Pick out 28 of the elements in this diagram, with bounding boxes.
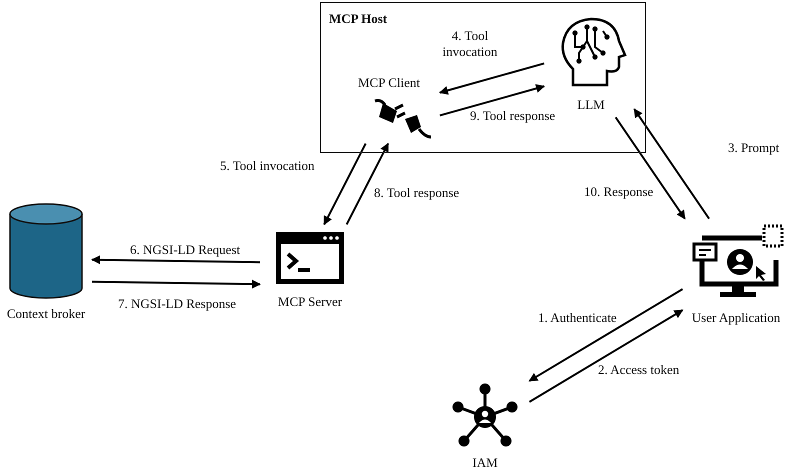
edge-label: 5. Tool invocation xyxy=(220,158,315,174)
edge-label: 7. NGSI-LD Response xyxy=(118,296,236,312)
arrow xyxy=(528,288,684,382)
edge-label: 10. Response xyxy=(584,184,654,200)
node-label: MCP Server xyxy=(276,294,344,310)
arrow xyxy=(92,280,261,289)
host-frame xyxy=(320,2,646,153)
arrow xyxy=(346,142,390,225)
edge-label: 4. Tool invocation xyxy=(442,28,498,60)
arrow xyxy=(438,62,544,95)
arrow xyxy=(91,255,260,264)
edge-label: 1. Authenticate xyxy=(538,310,617,326)
arrow xyxy=(614,116,686,220)
arrow xyxy=(633,108,710,220)
node-label: MCP Client xyxy=(356,75,421,91)
edge-label: 9. Tool response xyxy=(470,108,556,124)
edge-label: 2. Access token xyxy=(598,362,680,378)
edge-label: 3. Prompt xyxy=(728,140,780,156)
node-label: User Application xyxy=(690,310,782,326)
node-label: Context broker xyxy=(6,306,86,322)
arrow xyxy=(323,143,367,226)
arrow xyxy=(440,84,546,116)
edge-label: 8. Tool response xyxy=(374,185,460,201)
node-label: IAM xyxy=(471,455,499,471)
arrow xyxy=(528,309,684,403)
edge-label: 6. NGSI-LD Request xyxy=(130,242,240,258)
group-title: MCP Host xyxy=(329,11,388,27)
node-label: LLM xyxy=(576,97,606,113)
